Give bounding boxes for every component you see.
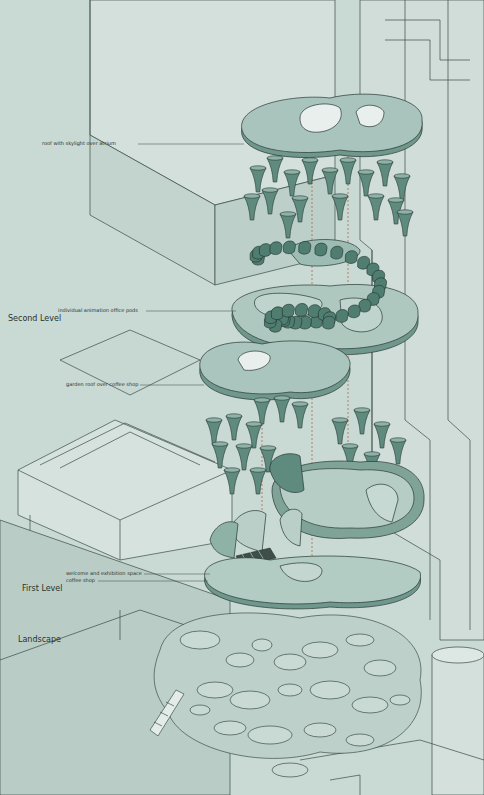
landscape-stone <box>230 691 270 709</box>
funnel-column <box>368 194 384 220</box>
office-pods <box>250 241 386 332</box>
funnel-column <box>322 168 338 194</box>
level-label: Landscape <box>18 636 61 644</box>
landscape-stone <box>180 631 220 649</box>
funnel-column <box>267 156 283 182</box>
office-pod <box>336 310 348 323</box>
funnel-column <box>250 166 266 192</box>
landscape-stone <box>252 639 272 651</box>
funnel-column <box>292 402 308 428</box>
office-pod <box>359 299 371 312</box>
leader-lines <box>98 144 244 581</box>
landscape-stone <box>304 723 336 737</box>
landscape-stone <box>302 642 338 658</box>
office-pod <box>323 316 335 329</box>
landscape-stone <box>248 726 292 744</box>
funnel-column <box>236 444 252 470</box>
landscape-stone <box>364 660 396 676</box>
funnel-column <box>224 468 240 494</box>
garden-roof <box>200 341 350 400</box>
office-pod <box>282 304 294 317</box>
funnel-column <box>354 408 370 434</box>
callout-label: garden roof over coffee shop <box>66 382 138 387</box>
funnel-column <box>302 158 318 184</box>
funnel-column <box>332 418 348 444</box>
landscape <box>150 613 421 777</box>
landscape-stone <box>274 654 306 670</box>
funnel-column <box>254 398 270 424</box>
landscape-stone <box>190 705 210 715</box>
landscape-stone <box>272 763 308 777</box>
office-pod <box>331 246 343 259</box>
funnel-column <box>274 396 290 422</box>
funnel-column <box>226 414 242 440</box>
funnel-column <box>284 170 300 196</box>
funnel-column <box>292 196 308 222</box>
landscape-stone <box>310 681 350 699</box>
landscape-stone <box>214 721 246 735</box>
level-label: First Level <box>22 585 63 593</box>
landscape-stone <box>352 697 388 713</box>
first-level-floor <box>205 556 421 609</box>
funnel-column <box>212 442 228 468</box>
funnel-column <box>332 194 348 220</box>
office-pod <box>271 307 283 320</box>
funnel-column <box>397 210 413 236</box>
callout-label: individual animation office pods <box>58 308 138 313</box>
funnel-column <box>244 194 260 220</box>
landscape-stone <box>346 634 374 646</box>
funnel-column <box>390 438 406 464</box>
callout-label: coffee shop <box>66 578 95 583</box>
funnel-column <box>377 160 393 186</box>
office-pod <box>348 305 360 318</box>
funnel-column <box>206 418 222 444</box>
office-pod <box>345 251 357 264</box>
landscape-stone <box>346 734 374 746</box>
funnel-column <box>250 468 266 494</box>
funnel-column <box>374 422 390 448</box>
callout-label: roof with skylight over atrium <box>42 141 116 146</box>
callout-label: welcome and exhibition space <box>66 571 142 576</box>
funnel-column <box>340 158 356 184</box>
office-pod <box>270 242 282 255</box>
office-pod <box>299 241 311 254</box>
second-level-slab <box>232 240 418 355</box>
landscape-stone <box>278 684 302 696</box>
roof-columns <box>244 156 413 238</box>
funnel-column <box>280 212 296 238</box>
funnel-column <box>262 188 278 214</box>
landscape-stone <box>197 682 233 698</box>
roof-slab <box>242 94 423 157</box>
first-level-walls <box>210 454 424 558</box>
funnel-column <box>358 170 374 196</box>
funnel-column <box>394 174 410 200</box>
landscape-stone <box>390 695 410 705</box>
level-label: Second Level <box>8 315 61 323</box>
office-pod <box>283 241 295 254</box>
office-pod <box>295 303 307 316</box>
office-pod <box>315 243 327 256</box>
landscape-stone <box>226 653 254 667</box>
